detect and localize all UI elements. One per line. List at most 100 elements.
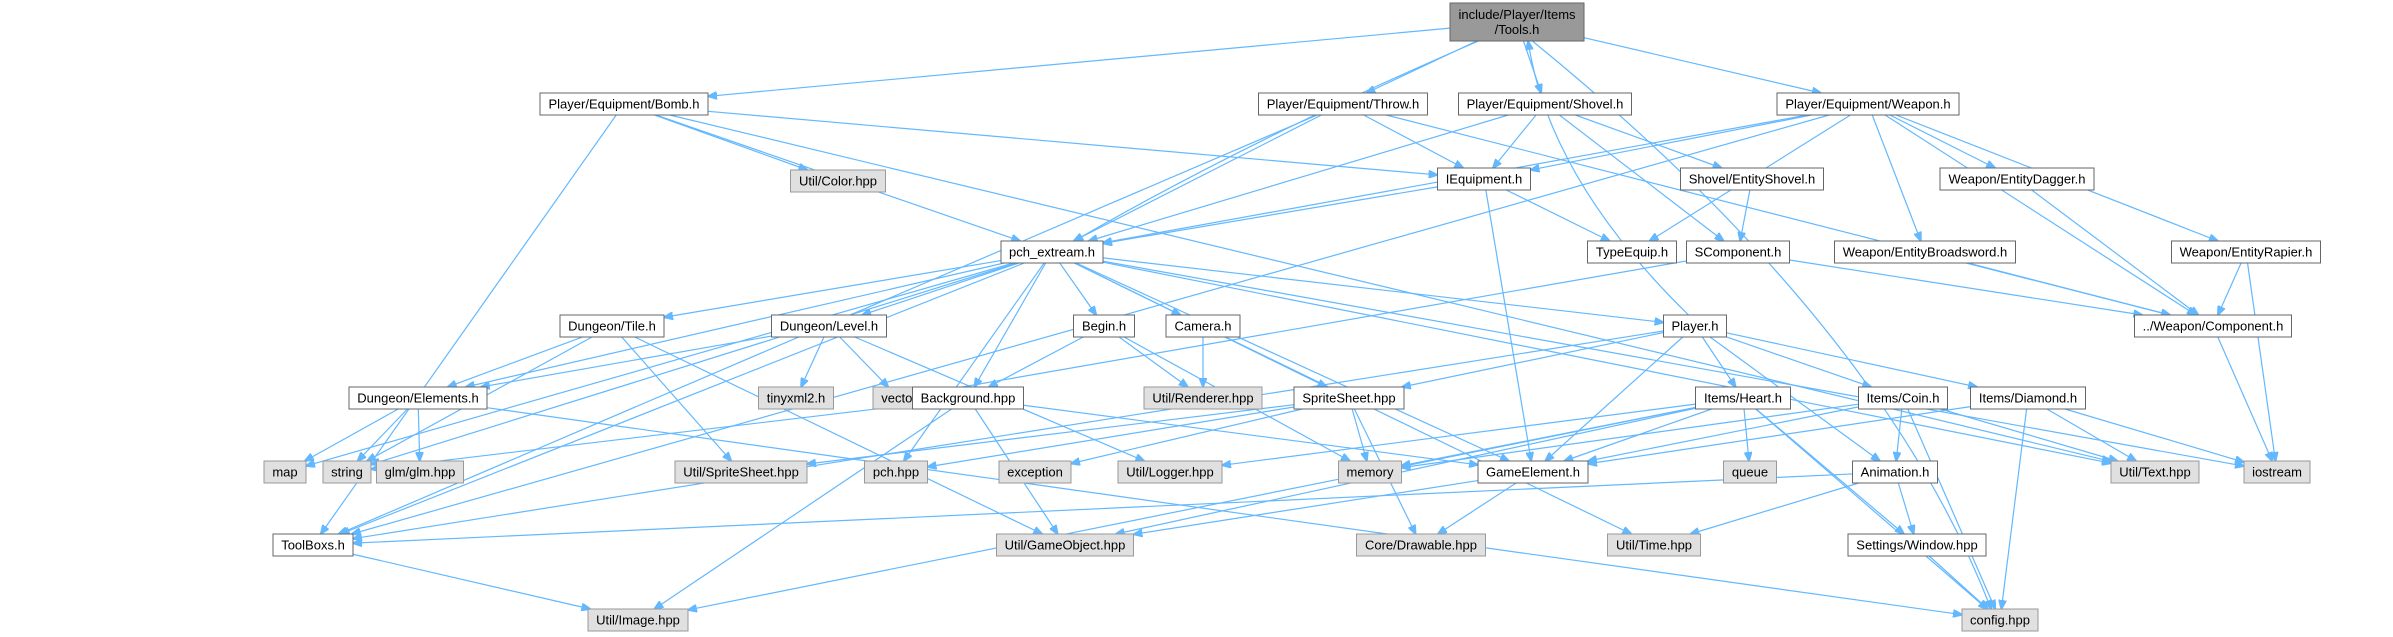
edge-throw-to-pch	[1074, 114, 1322, 241]
node-label: Player/Equipment/Bomb.h	[548, 97, 699, 112]
node-window[interactable]: Settings/Window.hpp	[1847, 533, 1987, 557]
node-box	[1723, 460, 1777, 484]
node-toolbox[interactable]: ToolBoxs.h	[272, 533, 354, 557]
node-spritesheet[interactable]: SpriteSheet.hpp	[1293, 386, 1405, 410]
node-label: Dungeon/Level.h	[780, 319, 878, 334]
node-broadsword[interactable]: Weapon/EntityBroadsword.h	[1834, 240, 2016, 264]
node-box	[1587, 240, 1677, 264]
node-box	[348, 386, 488, 410]
node-label: IEquipment.h	[1446, 172, 1523, 187]
node-exception[interactable]: exception	[998, 460, 1072, 484]
node-gameelem[interactable]: GameElement.h	[1477, 460, 1589, 484]
node-label: SComponent.h	[1695, 245, 1782, 260]
node-box	[1847, 533, 1987, 557]
node-scomp[interactable]: SComponent.h	[1686, 240, 1790, 264]
edge-player-to-diamond	[1726, 332, 1978, 387]
node-box	[1852, 460, 1938, 484]
edge-rapier-to-wcomp	[2218, 262, 2242, 315]
edge-root-to-config	[1531, 40, 1991, 609]
node-config[interactable]: config.hpp	[1961, 608, 2039, 632]
node-iostream[interactable]: iostream	[2243, 460, 2311, 484]
node-logger[interactable]: Util/Logger.hpp	[1117, 460, 1223, 484]
node-label: /Tools.h	[1495, 22, 1540, 37]
node-begin[interactable]: Begin.h	[1073, 314, 1135, 338]
node-label: Dungeon/Tile.h	[568, 319, 656, 334]
edge-iequip-to-typeequip	[1506, 189, 1609, 241]
node-map[interactable]: map	[263, 460, 307, 484]
node-queue[interactable]: queue	[1723, 460, 1777, 484]
node-label: pch.hpp	[873, 465, 919, 480]
node-heart[interactable]: Items/Heart.h	[1695, 386, 1791, 410]
node-label: Weapon/EntityRapier.h	[2180, 245, 2313, 260]
node-label: Shovel/EntityShovel.h	[1689, 172, 1815, 187]
node-player[interactable]: Player.h	[1663, 314, 1727, 338]
node-box	[1477, 460, 1589, 484]
node-box	[1939, 167, 2095, 191]
node-label: Camera.h	[1174, 319, 1231, 334]
node-throw[interactable]: Player/Equipment/Throw.h	[1258, 92, 1428, 116]
node-typeequip[interactable]: TypeEquip.h	[1587, 240, 1677, 264]
node-drawable[interactable]: Core/Drawable.hpp	[1356, 533, 1486, 557]
edge-weapon-to-broadsword	[1871, 114, 1921, 241]
node-text[interactable]: Util/Text.hpp	[2110, 460, 2200, 484]
node-gameobj[interactable]: Util/GameObject.hpp	[996, 533, 1134, 557]
node-tinyxml[interactable]: tinyxml2.h	[758, 386, 834, 410]
node-tile[interactable]: Dungeon/Tile.h	[559, 314, 665, 338]
node-elements[interactable]: Dungeon/Elements.h	[348, 386, 488, 410]
edge-window-to-config	[1928, 555, 1988, 609]
node-entshovel[interactable]: Shovel/EntityShovel.h	[1680, 167, 1824, 191]
node-string[interactable]: string	[322, 460, 372, 484]
node-color[interactable]: Util/Color.hpp	[790, 169, 886, 193]
node-pchhpp[interactable]: pch.hpp	[864, 460, 928, 484]
node-time[interactable]: Util/Time.hpp	[1607, 533, 1701, 557]
node-level[interactable]: Dungeon/Level.h	[771, 314, 887, 338]
edge-shovel-to-iequip	[1493, 114, 1537, 168]
node-renderer[interactable]: Util/Renderer.hpp	[1143, 386, 1263, 410]
node-box	[1680, 167, 1824, 191]
node-wcomp[interactable]: ../Weapon/Component.h	[2134, 314, 2292, 338]
edge-root-to-bomb	[708, 27, 1451, 96]
edge-begin-to-background	[989, 336, 1084, 387]
node-box	[2110, 460, 2200, 484]
node-shovel[interactable]: Player/Equipment/Shovel.h	[1458, 92, 1632, 116]
node-animation[interactable]: Animation.h	[1852, 460, 1938, 484]
node-image[interactable]: Util/Image.hpp	[587, 608, 689, 632]
node-label: vector	[881, 391, 917, 406]
edge-coin-to-gameelem	[1588, 406, 1859, 461]
node-rapier[interactable]: Weapon/EntityRapier.h	[2171, 240, 2321, 264]
node-label: Player.h	[1672, 319, 1719, 334]
node-iequip[interactable]: IEquipment.h	[1437, 167, 1531, 191]
node-glm[interactable]: glm/glm.hpp	[376, 460, 464, 484]
edge-coin-to-animation	[1896, 408, 1903, 461]
node-entdagger[interactable]: Weapon/EntityDagger.h	[1939, 167, 2095, 191]
node-coin[interactable]: Items/Coin.h	[1858, 386, 1948, 410]
node-root[interactable]: include/Player/Items/Tools.h	[1449, 2, 1585, 42]
node-box	[790, 169, 886, 193]
node-memory[interactable]: memory	[1338, 460, 1402, 484]
edge-heart-to-config	[1755, 408, 1988, 609]
edge-background-to-gameelem	[1023, 404, 1479, 465]
node-label: exception	[1007, 465, 1063, 480]
node-background[interactable]: Background.hpp	[912, 386, 1024, 410]
node-utilss[interactable]: Util/SpriteSheet.hpp	[674, 460, 808, 484]
node-label: Items/Diamond.h	[1979, 391, 2077, 406]
node-box	[1000, 240, 1104, 264]
edge-tile-to-gameobj	[634, 336, 1042, 534]
edge-level-to-vector	[839, 336, 889, 387]
node-label: Items/Heart.h	[1704, 391, 1782, 406]
edge-toolbox-to-image	[352, 553, 590, 609]
node-label: Util/Time.hpp	[1616, 538, 1692, 553]
edge-root-to-shovel	[1522, 40, 1541, 93]
node-box	[912, 386, 1024, 410]
edge-pch-to-string	[371, 262, 1017, 465]
node-box	[1437, 167, 1531, 191]
node-label: Util/Color.hpp	[799, 174, 877, 189]
node-label: Items/Coin.h	[1867, 391, 1940, 406]
node-bomb[interactable]: Player/Equipment/Bomb.h	[539, 92, 709, 116]
node-camera[interactable]: Camera.h	[1165, 314, 1241, 338]
node-diamond[interactable]: Items/Diamond.h	[1970, 386, 2086, 410]
edge-coin-to-memory	[1402, 403, 1859, 467]
node-weapon[interactable]: Player/Equipment/Weapon.h	[1776, 92, 1960, 116]
node-pch[interactable]: pch_extream.h	[1000, 240, 1104, 264]
